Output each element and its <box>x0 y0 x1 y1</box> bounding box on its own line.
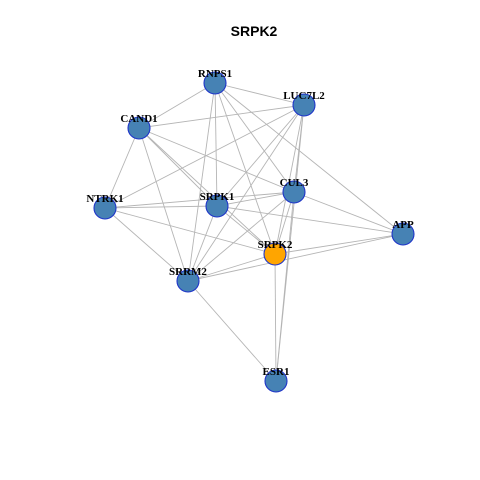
edge-cul3-esr1 <box>275 191 295 382</box>
edge-cand1-srpk1 <box>138 127 218 207</box>
node-cand1 <box>127 116 151 140</box>
edge-luc7l2-ntrk1 <box>104 104 305 209</box>
edge-rnps1-cand1 <box>138 82 216 129</box>
edge-cand1-srrm2 <box>138 127 189 282</box>
node-esr1 <box>264 369 288 393</box>
node-label-cul3: CUL3 <box>280 177 309 189</box>
edge-cand1-cul3 <box>138 127 295 193</box>
node-layer <box>93 71 415 393</box>
edge-rnps1-srrm2 <box>187 82 216 282</box>
edge-app-srpk2 <box>274 233 404 255</box>
node-label-cand1: CAND1 <box>120 113 157 125</box>
edge-luc7l2-srpk1 <box>216 104 305 207</box>
node-label-esr1: ESR1 <box>263 366 290 378</box>
edge-rnps1-srpk1 <box>214 82 218 207</box>
edge-cul3-app <box>293 191 404 235</box>
edge-app-srrm2 <box>187 233 404 282</box>
edge-ntrk1-srpk2 <box>104 207 276 255</box>
edge-srrm2-esr1 <box>187 280 277 382</box>
node-luc7l2 <box>292 93 316 117</box>
node-app <box>391 222 415 246</box>
edge-srpk1-srrm2 <box>187 205 218 282</box>
edge-srpk2-srrm2 <box>187 253 276 282</box>
diagram-title: SRPK2 <box>231 23 278 39</box>
node-cul3 <box>282 180 306 204</box>
edge-rnps1-cul3 <box>214 82 295 193</box>
edge-cand1-ntrk1 <box>104 127 140 209</box>
node-label-app: APP <box>392 219 414 231</box>
edge-ntrk1-srpk1 <box>104 205 218 209</box>
node-rnps1 <box>203 71 227 95</box>
edge-layer <box>104 82 404 382</box>
edge-luc7l2-cand1 <box>138 104 305 129</box>
node-label-rnps1: RNPS1 <box>198 68 232 80</box>
edge-cul3-srrm2 <box>187 191 295 282</box>
edge-rnps1-app <box>214 82 404 235</box>
edge-ntrk1-cul3 <box>104 191 295 209</box>
edge-cand1-srpk2 <box>138 127 276 255</box>
node-label-srrm2: SRRM2 <box>169 266 207 278</box>
edge-rnps1-srpk2 <box>214 82 276 255</box>
edge-srpk1-srpk2 <box>216 205 276 255</box>
edge-srpk2-esr1 <box>274 253 277 382</box>
node-label-ntrk1: NTRK1 <box>86 193 123 205</box>
node-srpk1 <box>205 194 229 218</box>
node-label-srpk1: SRPK1 <box>200 191 235 203</box>
node-label-srpk2: SRPK2 <box>258 239 293 251</box>
node-ntrk1 <box>93 196 117 220</box>
edge-rnps1-luc7l2 <box>214 82 305 106</box>
edge-ntrk1-srrm2 <box>104 207 189 282</box>
node-srpk2 <box>263 242 287 266</box>
edge-luc7l2-srpk2 <box>274 104 305 255</box>
edge-srpk1-cul3 <box>216 191 295 207</box>
edge-luc7l2-srrm2 <box>187 104 305 282</box>
node-label-luc7l2: LUC7L2 <box>283 90 325 102</box>
edge-srpk1-app <box>216 205 404 235</box>
node-srrm2 <box>176 269 200 293</box>
